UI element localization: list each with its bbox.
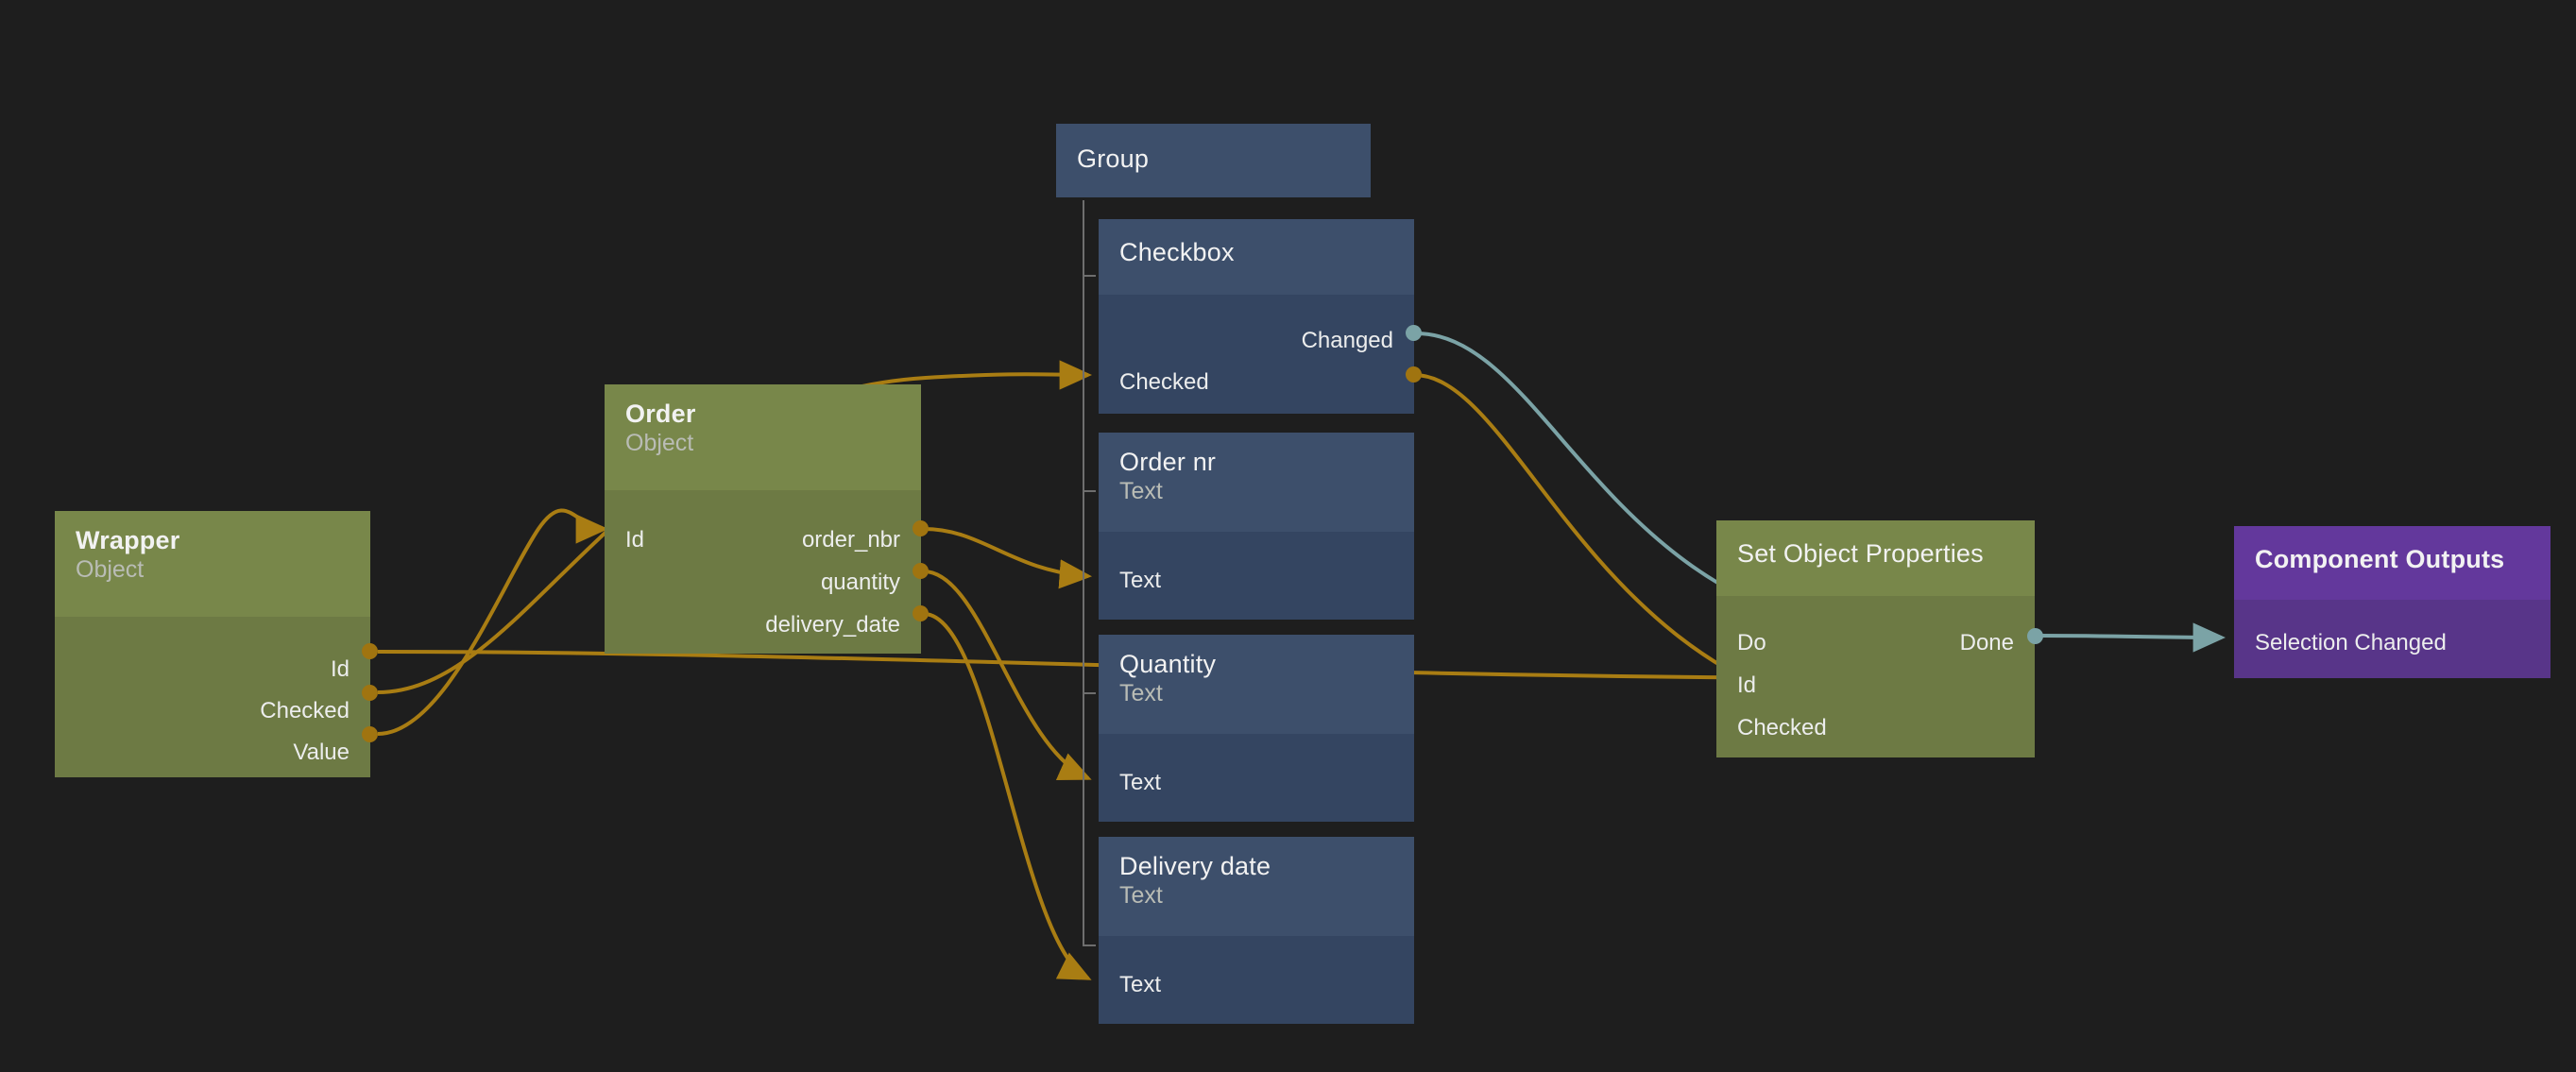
port-label-checked: Checked (1737, 715, 1827, 740)
node-quantity-header: Quantity Text (1099, 635, 1414, 734)
node-quantity[interactable]: Quantity Text Text (1099, 635, 1414, 822)
node-order-body: Id order_nbr quantity delivery_date (605, 490, 921, 654)
port-label-do: Do (1737, 630, 1766, 655)
port-delivery-date-in-text[interactable]: Text (1099, 972, 1414, 998)
port-label-text: Text (1119, 568, 1162, 593)
node-group-title: Group (1077, 145, 1150, 173)
node-checkbox-body: Changed Checked (1099, 295, 1414, 414)
group-tree-tick-quantity (1083, 692, 1096, 694)
node-group[interactable]: Group (1056, 124, 1371, 197)
port-label-order-nbr: order_nbr (801, 527, 900, 553)
port-label-quantity: quantity (820, 570, 900, 595)
port-label-delivery-date: delivery_date (765, 612, 900, 638)
node-component-outputs[interactable]: Component Outputs Selection Changed (2234, 526, 2550, 678)
port-label-id: Id (330, 656, 350, 682)
port-order-in-id[interactable]: Id (605, 527, 921, 553)
node-wrapper-title: Wrapper (76, 526, 180, 554)
node-order-title: Order (625, 400, 696, 428)
port-label-changed: Changed (1301, 328, 1393, 353)
port-label-id: Id (625, 527, 645, 553)
node-delivery-date-subtitle: Text (1119, 881, 1163, 909)
wire-wrapper-value-to-order-id (377, 508, 608, 736)
wire-set-done-to-component-selection-changed (2036, 622, 2226, 653)
node-set-object-properties-body: Do Done Id Checked (1716, 596, 2035, 757)
node-set-object-properties-header: Set Object Properties (1716, 520, 2035, 596)
port-set-in-do[interactable]: Do (1716, 630, 2035, 656)
port-label-id: Id (1737, 672, 1757, 698)
node-quantity-body: Text (1099, 734, 1414, 822)
group-tree-tick-checkbox (1083, 275, 1096, 277)
node-order-nr-header: Order nr Text (1099, 433, 1414, 532)
node-quantity-subtitle: Text (1119, 679, 1163, 706)
node-component-outputs-header: Component Outputs (2234, 526, 2550, 600)
port-dot-order-quantity[interactable] (913, 563, 929, 579)
group-tree-tick-delivery-date (1083, 944, 1096, 946)
port-label-done: Done (1959, 630, 2014, 655)
port-order-out-delivery-date[interactable]: delivery_date (605, 612, 921, 638)
port-dot-checkbox-changed[interactable] (1406, 325, 1422, 341)
node-group-header: Group (1056, 124, 1371, 197)
port-set-out-done[interactable]: Done (1716, 630, 2035, 656)
node-order-nr-subtitle: Text (1119, 477, 1163, 504)
node-wrapper-header: Wrapper Object (55, 511, 370, 617)
port-component-outputs-in-selection-changed[interactable]: Selection Changed (2234, 630, 2550, 656)
port-checkbox-out-changed[interactable]: Changed (1099, 328, 1414, 354)
port-wrapper-out-value[interactable]: Value (55, 740, 370, 766)
node-set-object-properties[interactable]: Set Object Properties Do Done Id Checked (1716, 520, 2035, 757)
group-tree-tick-order-nr (1083, 490, 1096, 492)
port-label-selection-changed: Selection Changed (2255, 630, 2447, 655)
node-delivery-date[interactable]: Delivery date Text Text (1099, 837, 1414, 1024)
port-dot-set-done[interactable] (2027, 628, 2043, 644)
port-wrapper-out-checked[interactable]: Checked (55, 698, 370, 724)
node-wrapper-subtitle: Object (76, 555, 145, 583)
node-order-nr-title: Order nr (1119, 448, 1217, 476)
node-quantity-title: Quantity (1119, 650, 1217, 678)
node-wrapper-body: Id Checked Value (55, 617, 370, 777)
port-order-out-order-nbr[interactable]: order_nbr (605, 527, 921, 553)
node-wrapper[interactable]: Wrapper Object Id Checked Value (55, 511, 370, 777)
node-order[interactable]: Order Object Id order_nbr quantity deliv… (605, 384, 921, 654)
port-dot-order-delivery-date[interactable] (913, 605, 929, 621)
port-wrapper-out-id[interactable]: Id (55, 656, 370, 683)
port-dot-checkbox-checked-out[interactable] (1406, 366, 1422, 383)
port-dot-wrapper-id[interactable] (362, 643, 378, 659)
port-order-nr-in-text[interactable]: Text (1099, 568, 1414, 594)
group-tree-vertical-line (1083, 200, 1084, 946)
node-checkbox-title: Checkbox (1119, 238, 1235, 266)
port-label-checked: Checked (1119, 369, 1209, 395)
node-order-subtitle: Object (625, 429, 694, 456)
node-order-nr-body: Text (1099, 532, 1414, 620)
wire-order-delivery-to-delivery-text (923, 612, 1092, 980)
node-order-nr[interactable]: Order nr Text Text (1099, 433, 1414, 620)
node-component-outputs-title: Component Outputs (2255, 545, 2505, 573)
wire-order-quantity-to-quantity-text (923, 570, 1092, 780)
port-label-text: Text (1119, 770, 1162, 795)
port-label-value: Value (293, 740, 350, 765)
port-order-out-quantity[interactable]: quantity (605, 570, 921, 596)
port-set-in-id[interactable]: Id (1716, 672, 2035, 699)
node-checkbox[interactable]: Checkbox Changed Checked (1099, 219, 1414, 414)
port-set-in-checked[interactable]: Checked (1716, 715, 2035, 741)
node-checkbox-header: Checkbox (1099, 219, 1414, 295)
node-set-object-properties-title: Set Object Properties (1737, 539, 1984, 568)
node-delivery-date-title: Delivery date (1119, 852, 1271, 880)
port-dot-wrapper-checked[interactable] (362, 685, 378, 701)
node-delivery-date-header: Delivery date Text (1099, 837, 1414, 936)
port-dot-wrapper-value[interactable] (362, 726, 378, 742)
port-label-checked: Checked (260, 698, 350, 723)
node-component-outputs-body: Selection Changed (2234, 600, 2550, 678)
wire-order-nbr-to-ordernr-text (923, 527, 1092, 589)
port-dot-order-order-nbr[interactable] (913, 520, 929, 536)
node-order-header: Order Object (605, 384, 921, 490)
port-quantity-in-text[interactable]: Text (1099, 770, 1414, 796)
node-delivery-date-body: Text (1099, 936, 1414, 1024)
port-label-text: Text (1119, 972, 1162, 997)
port-checkbox-in-checked[interactable]: Checked (1099, 369, 1414, 396)
